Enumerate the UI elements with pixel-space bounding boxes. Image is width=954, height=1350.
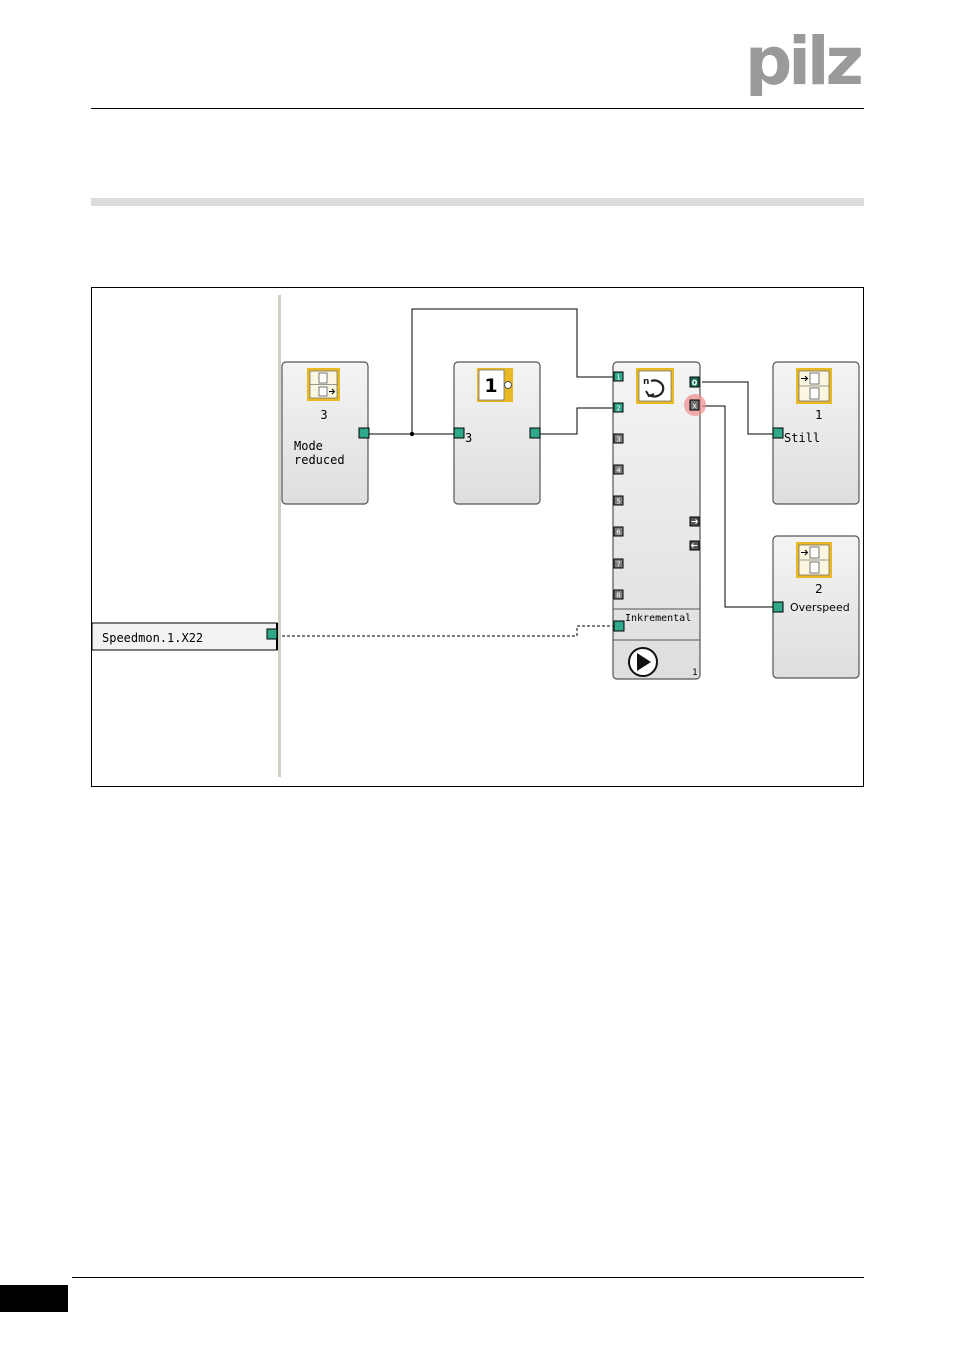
- pilz-logo-text: pilz: [745, 26, 861, 96]
- speed-instance-number: 1: [692, 668, 698, 678]
- speed-inkremental-port[interactable]: [613, 620, 625, 632]
- speed-monitor-icon: n: [636, 368, 674, 404]
- speed-input-3[interactable]: [613, 433, 624, 444]
- input-field-port[interactable]: [266, 628, 278, 640]
- block-overspeed-input-port[interactable]: [772, 601, 784, 613]
- block-mode-number: 3: [320, 408, 327, 422]
- not-gate-icon: [477, 368, 513, 402]
- speed-input-6[interactable]: [613, 526, 624, 537]
- block-still-input-port[interactable]: [772, 427, 784, 439]
- block-still-number: 1: [815, 408, 823, 422]
- speed-output-x[interactable]: [689, 399, 700, 411]
- not-gate-glyph: 1: [484, 375, 497, 397]
- speed-output-x-label: X: [692, 403, 697, 411]
- output-overspeed-icon: [796, 542, 832, 578]
- speed-input-1[interactable]: [613, 371, 624, 382]
- block-overspeed-number: 2: [815, 582, 823, 596]
- speed-input-8-label: 8: [616, 592, 620, 600]
- speed-input-2[interactable]: [613, 402, 624, 413]
- speed-input-2-label: 2: [616, 405, 620, 413]
- block-mode-label-2: reduced: [294, 453, 345, 467]
- block-speed-monitor[interactable]: n 1 2 3 4 5 6 7 8: [612, 361, 706, 680]
- svg-text:n: n: [643, 377, 649, 387]
- speed-input-8[interactable]: [613, 589, 624, 600]
- footer-rule: [72, 1277, 864, 1278]
- input-field-label: Speedmon.1.X22: [102, 631, 203, 645]
- speed-input-7-label: 7: [616, 561, 620, 569]
- block-overspeed-label: Overspeed: [790, 601, 850, 614]
- speed-input-4[interactable]: [613, 464, 624, 475]
- block-not-input-label: 3: [465, 431, 472, 445]
- block-mode-reduced[interactable]: 3 Mode reduced: [281, 361, 370, 505]
- block-overspeed[interactable]: 2 Overspeed: [772, 535, 860, 679]
- block-mode-output-port[interactable]: [358, 427, 370, 439]
- block-not-output-port[interactable]: [529, 427, 541, 439]
- input-field-speedmon[interactable]: Speedmon.1.X22: [91, 622, 278, 651]
- block-still[interactable]: 1 Still: [772, 361, 860, 505]
- block-not-input-port[interactable]: [453, 427, 465, 439]
- wires: [282, 308, 773, 637]
- play-icon[interactable]: [628, 647, 658, 677]
- input-rail: [278, 295, 281, 777]
- wire-junction: [409, 431, 415, 437]
- output-still-icon: [796, 368, 832, 404]
- block-mode-label-1: Mode: [294, 439, 323, 453]
- speed-output-zero[interactable]: [689, 376, 700, 388]
- header-rule: [91, 108, 864, 109]
- page-number-tab: [0, 1285, 68, 1312]
- speed-input-7[interactable]: [613, 558, 624, 569]
- logic-diagram: Speedmon.1.X22 3 Mode: [91, 287, 864, 787]
- block-not[interactable]: 1 3: [453, 361, 541, 505]
- speed-input-3-label: 3: [616, 436, 620, 444]
- speed-input-5[interactable]: [613, 495, 624, 506]
- speed-input-6-label: 6: [616, 529, 621, 537]
- pilz-logo: pilz: [745, 23, 867, 100]
- input-mode-icon: [307, 368, 340, 401]
- speed-output-zero-label: 0: [692, 379, 698, 388]
- speed-monitor-inputs: 1 2 3 4 5 6 7 8: [613, 371, 624, 600]
- speed-input-4-label: 4: [616, 467, 621, 475]
- block-still-label: Still: [784, 431, 820, 445]
- speed-input-5-label: 5: [616, 498, 620, 506]
- speed-input-1-label: 1: [616, 374, 620, 382]
- section-bar: [91, 198, 864, 206]
- speed-inkremental-label: Inkremental: [625, 613, 691, 624]
